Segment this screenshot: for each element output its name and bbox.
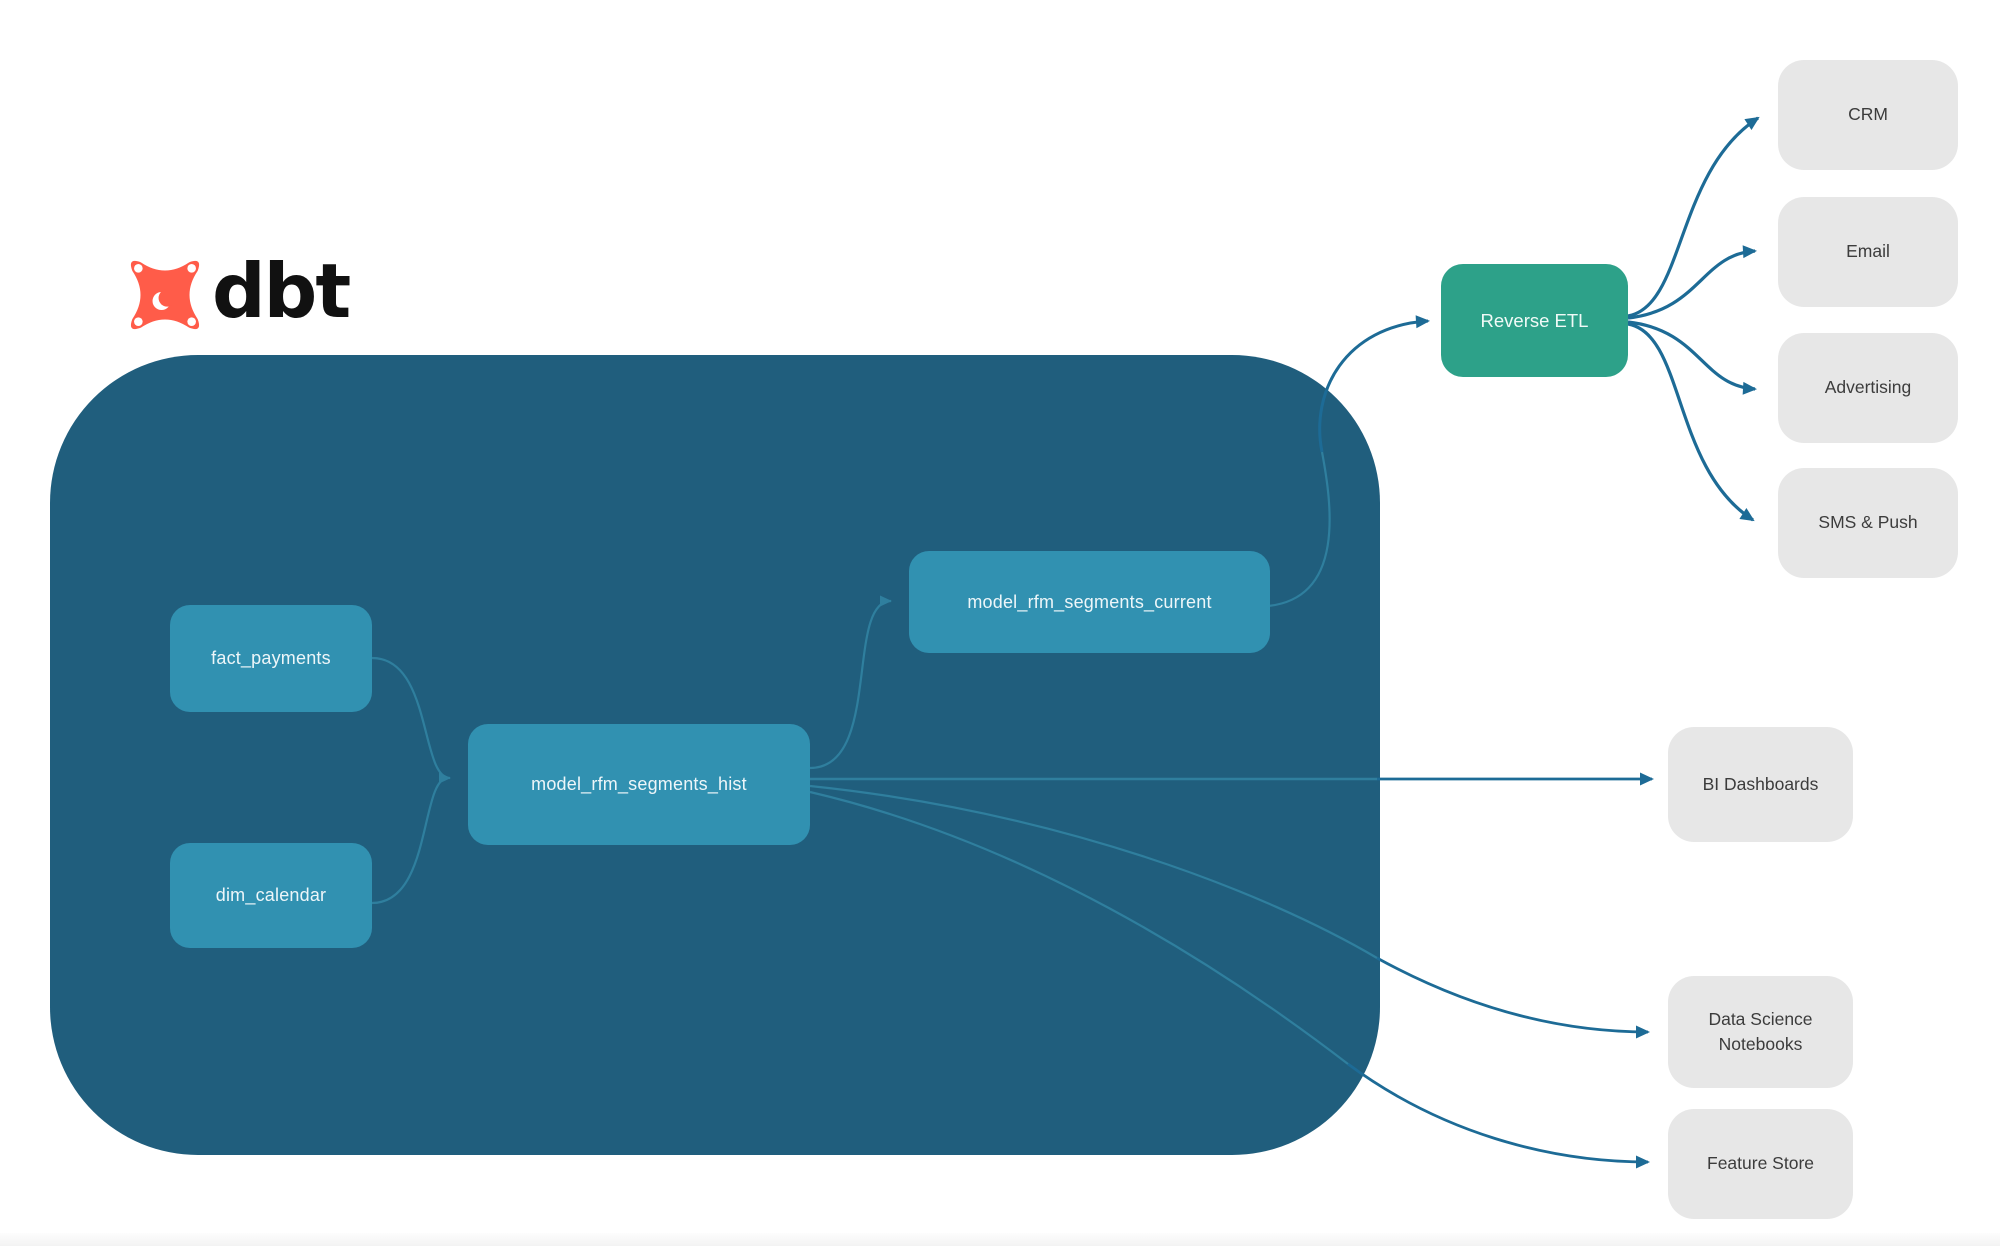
node-advertising-label: Advertising bbox=[1824, 377, 1912, 398]
edge-hist-to-current bbox=[809, 595, 892, 770]
edge-reverse-etl-to-email bbox=[1627, 245, 1757, 320]
bottom-edge-artifact bbox=[0, 1233, 2000, 1246]
edge-hist-to-feature-store-inner bbox=[809, 790, 1349, 1065]
node-bi-dashboards: BI Dashboards bbox=[1668, 727, 1853, 842]
dbt-dot-nw bbox=[134, 264, 143, 273]
dbt-dot-se bbox=[187, 317, 196, 326]
node-data-science-notebooks: Data Science Notebooks bbox=[1668, 976, 1853, 1088]
edge-hist-to-notebooks-inner bbox=[809, 784, 1378, 959]
dbt-dot-ne bbox=[187, 264, 196, 273]
node-fact-payments: fact_payments bbox=[170, 605, 372, 712]
dbt-logo-wordmark: dbt bbox=[212, 247, 351, 335]
edge-current-to-reverse-etl-outer bbox=[1318, 315, 1430, 453]
edge-reverse-etl-to-crm bbox=[1627, 116, 1760, 318]
node-sms-push: SMS & Push bbox=[1778, 468, 1958, 578]
dbt-crescent-cut bbox=[158, 289, 176, 307]
edge-hist-to-notebooks-outer bbox=[1376, 956, 1650, 1039]
node-reverse-etl: Reverse ETL bbox=[1441, 264, 1628, 377]
node-email-label: Email bbox=[1846, 241, 1890, 262]
node-dim-calendar-label: dim_calendar bbox=[215, 885, 327, 905]
edge-dim-calendar-to-hist bbox=[371, 776, 449, 905]
edge-fact-payments-to-hist bbox=[371, 656, 451, 784]
edge-reverse-etl-to-advertising bbox=[1627, 320, 1757, 395]
node-data-science-notebooks-label: Data Science Notebooks bbox=[1708, 1008, 1813, 1054]
node-sms-push-label: SMS & Push bbox=[1818, 512, 1918, 533]
edge-hist-to-feature-store-outer bbox=[1347, 1062, 1650, 1169]
dbt-logo-icon bbox=[130, 260, 200, 330]
node-model-rfm-segments-current: model_rfm_segments_current bbox=[909, 551, 1270, 653]
node-bi-dashboards-label: BI Dashboards bbox=[1702, 773, 1819, 794]
node-model-rfm-segments-hist: model_rfm_segments_hist bbox=[468, 724, 810, 845]
node-feature-store-label: Feature Store bbox=[1707, 1153, 1814, 1174]
node-reverse-etl-label: Reverse ETL bbox=[1480, 309, 1589, 331]
node-feature-store: Feature Store bbox=[1668, 1109, 1853, 1219]
node-model-rfm-segments-hist-label: model_rfm_segments_hist bbox=[531, 774, 747, 794]
node-email: Email bbox=[1778, 197, 1958, 307]
node-model-rfm-segments-current-label: model_rfm_segments_current bbox=[967, 591, 1212, 612]
dbt-logo: dbt bbox=[122, 248, 351, 338]
node-crm-label: CRM bbox=[1848, 104, 1888, 125]
node-crm: CRM bbox=[1778, 60, 1958, 170]
dbt-dot-sw bbox=[134, 317, 143, 326]
node-dim-calendar: dim_calendar bbox=[170, 843, 372, 948]
node-fact-payments-label: fact_payments bbox=[211, 648, 331, 668]
node-advertising: Advertising bbox=[1778, 333, 1958, 443]
edge-current-to-reverse-etl-inner bbox=[1267, 451, 1331, 608]
edge-reverse-etl-to-sms-push bbox=[1627, 322, 1755, 522]
